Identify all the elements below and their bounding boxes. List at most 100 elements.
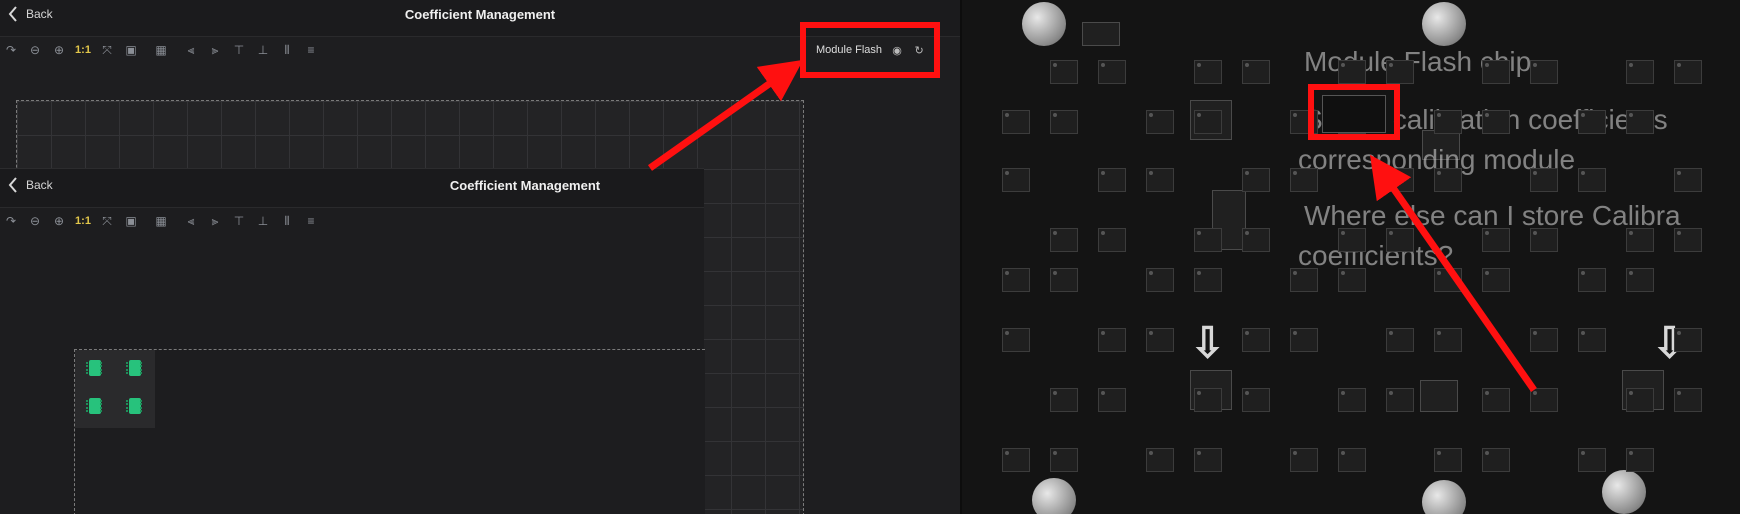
back-button[interactable]: Back [8,6,53,22]
pcb-chip [1386,388,1414,412]
pcb-chip [1434,110,1462,134]
pcb-chip [1002,328,1030,352]
pcb-chip [1482,268,1510,292]
distribute-horizontal-icon[interactable]: ⫴ [284,42,290,57]
pcb-chip [1146,110,1174,134]
align-right-icon[interactable]: ⫸ [211,42,219,57]
pcb-chip [1098,168,1126,192]
coefficient-management-window: Back Coefficient Management ↷ ⊖ ⊕ 1:1 ⤧ … [0,0,960,514]
pcb-chip [1674,60,1702,84]
pcb-chip [1242,328,1270,352]
grid-icon[interactable]: ▦ [155,214,167,228]
led-module-tile[interactable] [75,350,155,428]
toolbar: ↷ ⊖ ⊕ 1:1 ⤧ ▣ ▦ ⫷ ⫸ ⊤ ⊥ ⫴ ≡ [0,38,324,62]
pcb-chip [1146,268,1174,292]
pcb-chip [1530,168,1558,192]
chevron-left-icon [8,177,17,193]
refresh-icon[interactable]: ↻ [914,44,924,57]
eye-icon[interactable]: ◉ [892,44,902,57]
zoom-in-icon[interactable]: ⊕ [53,214,65,228]
pcb-chip [1578,268,1606,292]
pcb-chip [1482,228,1510,252]
align-bottom-icon[interactable]: ⊥ [257,43,269,57]
fit-view-icon[interactable]: ⤧ [102,213,112,228]
pcb-chip [1626,388,1654,412]
fit-view-icon[interactable]: ⤧ [102,42,112,57]
pcb-chip [1578,328,1606,352]
module-chip [126,360,142,376]
module-chip [126,398,142,414]
align-left-icon[interactable]: ⫷ [187,213,195,228]
overlay-canvas[interactable] [74,349,705,514]
pcb-chip [1578,448,1606,472]
pcb-chip [1530,328,1558,352]
pcb-chip [1482,388,1510,412]
overlay-back-label: Back [26,178,53,192]
zoom-out-icon[interactable]: ⊖ [29,43,41,57]
zoom-1to1-button[interactable]: 1:1 [75,44,91,56]
distribute-vertical-icon[interactable]: ≡ [307,43,315,57]
pcb-chip [1290,268,1318,292]
overlay-back-button[interactable]: Back [8,177,53,193]
fit-selection-icon[interactable]: ▣ [125,214,137,228]
pcb-chip [1194,60,1222,84]
pcb-chip [1626,60,1654,84]
pcb-chip [1626,268,1654,292]
align-right-icon[interactable]: ⫸ [211,213,219,228]
page-title: Coefficient Management [404,7,556,22]
pcb-chip [1002,268,1030,292]
distribute-vertical-icon[interactable]: ≡ [307,214,315,228]
distribute-horizontal-icon[interactable]: ⫴ [284,213,290,228]
pcb-chip [1338,60,1366,84]
pcb-chip [1050,110,1078,134]
align-bottom-icon[interactable]: ⊥ [257,214,269,228]
pcb-chip [1290,168,1318,192]
pcb-chip [1002,110,1030,134]
overlay-page-title: Coefficient Management [449,178,601,193]
pcb-chip [1674,388,1702,412]
top-bar: Back Coefficient Management [0,0,960,37]
align-left-icon[interactable]: ⫷ [187,42,195,57]
pcb-chip [1434,448,1462,472]
pcb-chip [1194,388,1222,412]
pcb-chip [1146,448,1174,472]
overlay-toolbar: ↷ ⊖ ⊕ 1:1 ⤧ ▣ ▦ ⫷ ⫸ ⊤ ⊥ ⫴ ≡ [0,209,324,233]
align-top-icon[interactable]: ⊤ [233,214,245,228]
align-top-icon[interactable]: ⊤ [233,43,245,57]
pcb-component [1082,22,1120,46]
electrolytic-capacitor [1422,2,1466,46]
pcb-chip [1674,328,1702,352]
module-flash-label: Module Flash [816,44,883,56]
flash-chip-highlight [1308,84,1400,140]
grid-icon[interactable]: ▦ [155,43,167,57]
pcb-chip [1194,448,1222,472]
pcb-chip [1434,168,1462,192]
module-flash-chip [1322,95,1386,133]
pcb-chip [1290,328,1318,352]
pcb-chip [1242,228,1270,252]
zoom-out-icon[interactable]: ⊖ [29,214,41,228]
pcb-chip [1674,168,1702,192]
fit-selection-icon[interactable]: ▣ [125,43,137,57]
pcb-chip [1338,448,1366,472]
pcb-chip [1242,388,1270,412]
pcb-chip [1194,268,1222,292]
annotation-line-5: coefficients? [1298,240,1454,271]
redo-icon[interactable]: ↷ [5,43,17,57]
back-label: Back [26,7,53,21]
pcb-chip [1482,60,1510,84]
redo-icon[interactable]: ↷ [5,214,17,228]
pcb-chip [1050,448,1078,472]
pcb-chip [1626,110,1654,134]
electrolytic-capacitor [1602,470,1646,514]
pcb-chip [1050,60,1078,84]
electrolytic-capacitor [1422,480,1466,514]
pcb-chip [1482,448,1510,472]
pcb-chip [1002,448,1030,472]
pcb-chip [1530,388,1558,412]
electrolytic-capacitor [1022,2,1066,46]
zoom-in-icon[interactable]: ⊕ [53,43,65,57]
zoom-1to1-button[interactable]: 1:1 [75,215,91,227]
pcb-chip [1098,60,1126,84]
down-arrow-silkscreen: ⇩ [1190,319,1226,366]
